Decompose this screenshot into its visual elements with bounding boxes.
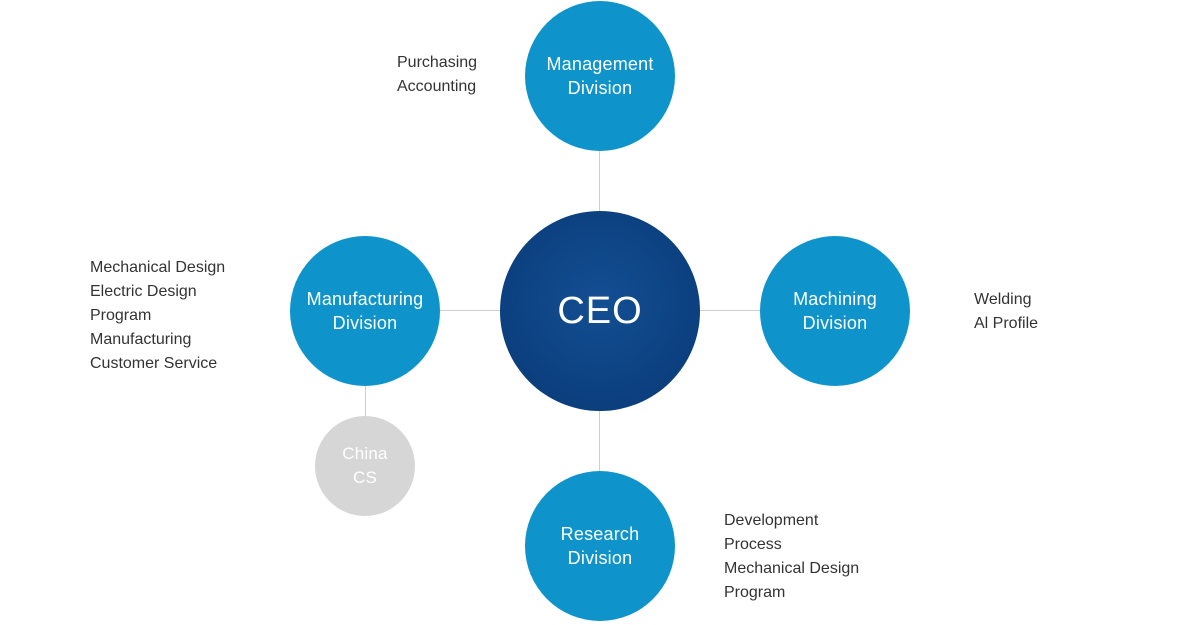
duty-item: Mechanical Design <box>724 560 860 577</box>
connector-ceo-research <box>599 411 600 471</box>
manufacturing-duties-list: Mechanical Design Electric Design Progra… <box>90 256 225 376</box>
machining-division-node: Machining Division <box>760 236 910 386</box>
duty-item: Welding <box>974 291 1032 308</box>
ceo-label: CEO <box>557 290 643 332</box>
duty-item: Mechanical Design <box>90 259 226 276</box>
management-duties-list: Purchasing Accounting <box>397 51 477 99</box>
manufacturing-division-label: Manufacturing Division <box>306 289 424 333</box>
duty-item: Electric Design <box>90 283 197 300</box>
duty-item: Purchasing <box>397 54 478 71</box>
connector-ceo-manufacturing <box>440 310 500 311</box>
duty-item: Accounting <box>397 78 477 95</box>
machining-division-label: Machining Division <box>793 289 877 333</box>
duty-item: Development <box>724 512 819 529</box>
duty-item: Program <box>724 584 786 601</box>
research-division-label: Research Division <box>560 524 640 568</box>
management-division-node: Management Division <box>525 1 675 151</box>
connector-ceo-management <box>599 150 600 211</box>
duty-item: Manufacturing <box>90 331 192 348</box>
manufacturing-division-node: Manufacturing Division <box>290 236 440 386</box>
china-cs-node: China CS <box>315 416 415 516</box>
ceo-node: CEO <box>500 211 700 411</box>
machining-duties-list: Welding Al Profile <box>974 288 1038 336</box>
research-division-node: Research Division <box>525 471 675 621</box>
duty-item: Al Profile <box>974 315 1039 332</box>
management-division-label: Management Division <box>546 54 654 98</box>
research-duties-list: Development Process Mechanical Design Pr… <box>724 509 859 605</box>
china-cs-label: China CS <box>342 444 388 487</box>
duty-item: Program <box>90 307 152 324</box>
connector-manufacturing-china <box>365 385 366 416</box>
connector-ceo-machining <box>700 310 760 311</box>
duty-item: Customer Service <box>90 355 218 372</box>
duty-item: Process <box>724 536 782 553</box>
